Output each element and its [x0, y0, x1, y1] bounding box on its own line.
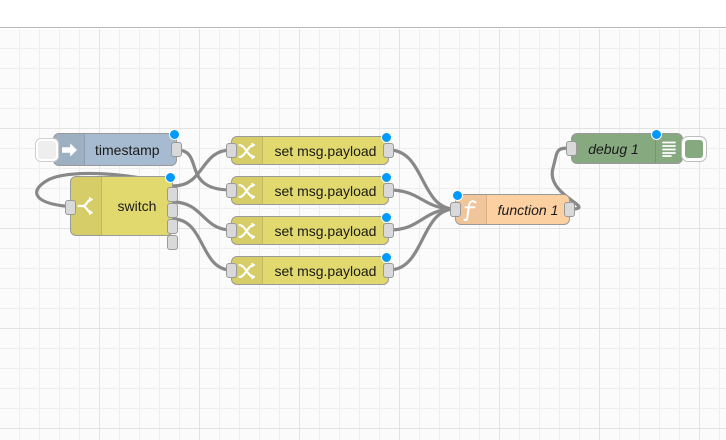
function-1-output-port[interactable] — [564, 202, 575, 217]
function-f-icon — [456, 195, 487, 224]
function-1-input-port[interactable] — [450, 202, 461, 217]
change-icon — [232, 177, 263, 204]
change-1-status-dot — [381, 132, 392, 143]
change-4-output-port[interactable] — [383, 263, 394, 278]
node-debug-1[interactable]: debug 1 — [566, 129, 706, 164]
inject-output-port[interactable] — [171, 142, 182, 157]
change-2-output-port[interactable] — [383, 183, 394, 198]
switch-output-port-1[interactable] — [167, 187, 178, 202]
node-change-4[interactable]: set msg.payload — [226, 252, 394, 285]
switch-icon — [71, 177, 102, 235]
change-4-status-dot — [381, 252, 392, 263]
node-change-1[interactable]: set msg.payload — [226, 132, 394, 165]
arrow-right-icon — [54, 134, 85, 165]
node-label-change-1: set msg.payload — [274, 142, 377, 159]
debug-enable-toggle-button[interactable] — [682, 136, 706, 161]
change-1-input-port[interactable] — [226, 143, 237, 158]
node-label-change-2: set msg.payload — [274, 182, 377, 199]
change-1-output-port[interactable] — [383, 143, 394, 158]
node-label-change-4: set msg.payload — [274, 262, 377, 279]
change-icon — [232, 217, 263, 244]
change-2-status-dot — [381, 172, 392, 183]
switch-status-dot — [165, 172, 176, 183]
node-change-2[interactable]: set msg.payload — [226, 172, 394, 205]
change-4-input-port[interactable] — [226, 263, 237, 278]
node-label-change-3: set msg.payload — [274, 222, 377, 239]
switch-output-port-3[interactable] — [167, 219, 178, 234]
change-3-output-port[interactable] — [383, 223, 394, 238]
change-2-input-port[interactable] — [226, 183, 237, 198]
node-label-function-1: function 1 — [497, 201, 559, 218]
inject-trigger-button[interactable] — [36, 138, 58, 161]
node-function-1[interactable]: function 1 — [450, 190, 575, 225]
debug-1-status-dot — [651, 129, 662, 140]
function-1-status-dot — [452, 190, 463, 201]
node-label-inject: timestamp — [95, 141, 160, 158]
node-label-switch: switch — [117, 198, 157, 214]
debug-lines-icon — [655, 134, 682, 163]
debug-1-input-port[interactable] — [566, 141, 577, 156]
inject-status-dot — [169, 129, 180, 140]
node-switch[interactable]: switch — [65, 172, 178, 250]
change-icon — [232, 137, 263, 164]
node-label-debug-1: debug 1 — [588, 140, 639, 157]
switch-output-port-2[interactable] — [167, 203, 178, 218]
switch-input-port[interactable] — [65, 199, 76, 215]
editor-header-bar — [0, 0, 726, 28]
change-3-status-dot — [381, 212, 392, 223]
change-icon — [232, 257, 263, 284]
node-change-3[interactable]: set msg.payload — [226, 212, 394, 245]
change-3-input-port[interactable] — [226, 223, 237, 238]
node-inject-timestamp[interactable]: timestamp — [36, 129, 182, 166]
switch-output-port-4[interactable] — [167, 235, 178, 250]
